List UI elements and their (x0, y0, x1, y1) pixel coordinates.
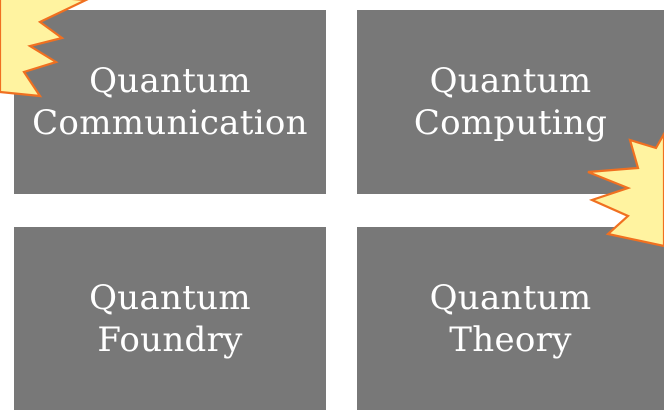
tile-quantum-theory[interactable]: Quantum Theory (357, 227, 664, 410)
tile-label-line1: Quantum (89, 277, 251, 318)
tile-label-line2: Theory (449, 319, 572, 360)
tile-quantum-foundry[interactable]: Quantum Foundry (14, 227, 326, 410)
tile-label-line2: Foundry (97, 319, 243, 360)
tile-label-line2: Communication (32, 103, 308, 143)
tile-quantum-communication[interactable]: Quantum Communication (14, 10, 326, 194)
tile-quantum-computing[interactable]: Quantum Computing (357, 10, 664, 194)
tile-label-line1: Quantum (89, 61, 251, 101)
starburst-callout-right (587, 131, 664, 248)
tile-label-line2: Computing (413, 103, 608, 143)
tile-label-line1: Quantum (429, 61, 592, 101)
tile-label-line1: Quantum (429, 277, 592, 318)
starburst-callout-top-left (0, 0, 89, 98)
